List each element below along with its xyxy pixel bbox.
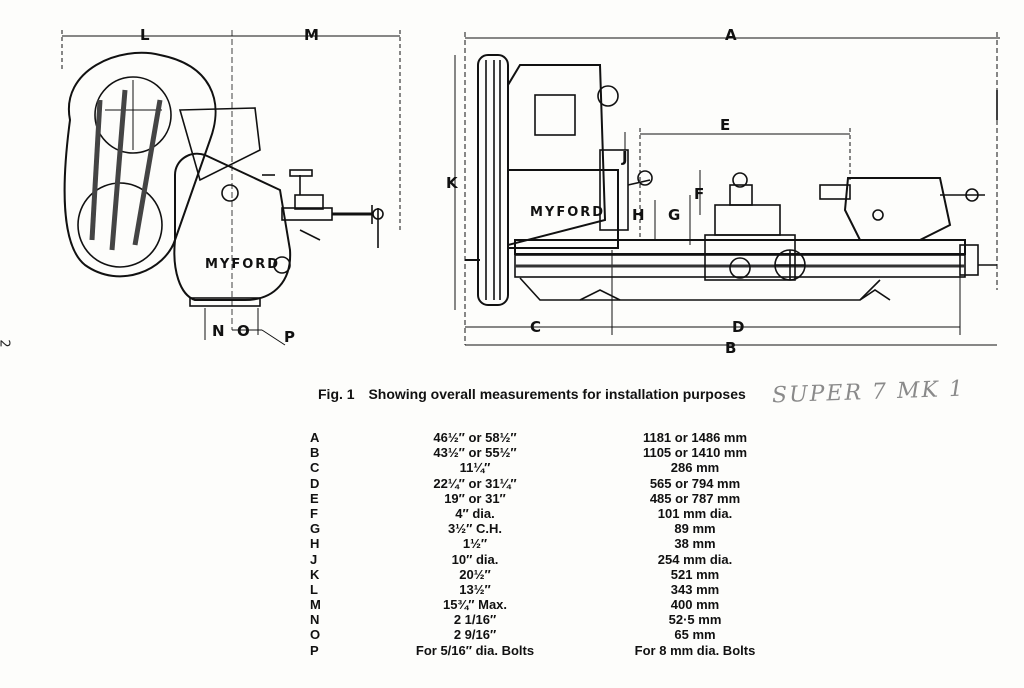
measurement-row: K 20½″ 521 mm [310,567,780,582]
measurement-metric: 38 mm [674,536,716,552]
measurement-imperial: 20½″ [459,566,491,582]
figure-caption-text: Showing overall measurements for install… [368,386,746,402]
dim-label-m: M [304,26,319,44]
dim-label-f: F [694,185,705,203]
measurement-letter: M [310,597,321,613]
measurement-metric: 89 mm [674,521,716,537]
measurement-metric: 485 or 787 mm [649,490,741,506]
measurement-letter: O [310,627,321,643]
measurement-row: D 22¼″ or 31¼″ 565 or 794 mm [310,476,780,491]
measurement-metric: 101 mm dia. [657,505,733,521]
dim-label-c: C [530,318,542,336]
dim-label-a: A [725,26,737,44]
measurement-letter: G [310,521,321,537]
measurement-letter: A [310,430,320,445]
measurement-row: A 46½″ or 58½″ 1181 or 1486 mm [310,430,780,445]
dim-label-d: D [732,318,745,336]
dim-label-e: E [720,116,731,134]
measurement-letter: P [310,642,319,658]
measurement-letter: B [310,445,320,461]
dim-label-j: J [622,148,628,166]
measurement-metric: 400 mm [670,597,720,613]
measurement-imperial: 11¼″ [459,460,491,476]
measurement-metric: For 8 mm dia. Bolts [634,642,756,658]
measurements-table: A 46½″ or 58½″ 1181 or 1486 mm B 43½″ or 55½… [310,430,780,658]
measurement-letter: F [310,505,318,521]
dim-label-b: B [725,339,737,357]
dim-label-g: G [668,206,681,224]
dim-label-o: O [237,322,250,340]
measurement-row: C 11¼″ 286 mm [310,460,780,475]
measurement-row: M 15¾″ Max. 400 mm [310,597,780,612]
measurement-row: F 4″ dia. 101 mm dia. [310,506,780,521]
measurement-row: O 2 9/16″ 65 mm [310,627,780,642]
dim-label-h: H [632,206,645,224]
end-view-drawing: MYFORD [61,30,401,346]
lathe-installation-drawing: MYFORD [61,30,1000,346]
measurement-imperial: 2 1/16″ [453,612,497,628]
measurement-letter: L [310,581,318,597]
measurement-imperial: 46½″ or 58½″ [433,430,517,445]
measurement-letter: H [310,536,320,552]
measurement-letter: K [310,566,320,582]
measurement-imperial: 1½″ [462,536,488,552]
brand-right: MYFORD [530,205,605,220]
measurement-row: E 19″ or 31″ 485 or 787 mm [310,491,780,506]
measurement-row: H 1½″ 38 mm [310,536,780,551]
measurement-letter: N [310,612,320,628]
measurement-letter: D [310,475,320,491]
measurement-metric: 286 mm [670,460,720,476]
dim-label-p: P [284,328,295,346]
measurement-row: N 2 1/16″ 52·5 mm [310,612,780,627]
measurement-letter: J [310,551,318,567]
measurement-row: J 10″ dia. 254 mm dia. [310,552,780,567]
handwritten-note: SUPER 7 MK 1 [771,376,966,409]
measurement-metric: 521 mm [670,566,720,582]
dim-label-l: L [140,26,150,44]
measurement-imperial: 15¾″ Max. [442,597,508,613]
measurement-metric: 254 mm dia. [657,551,733,567]
measurement-row: B 43½″ or 55½″ 1105 or 1410 mm [310,445,780,460]
measurement-metric: 1105 or 1410 mm [642,445,748,461]
measurement-letter: E [310,490,319,506]
measurement-imperial: 43½″ or 55½″ [433,445,517,461]
measurement-row: L 13½″ 343 mm [310,582,780,597]
measurement-imperial: 19″ or 31″ [444,490,506,506]
measurement-metric: 343 mm [670,581,720,597]
measurement-metric: 65 mm [674,627,716,643]
brand-left: MYFORD [205,257,280,272]
figure-caption: Fig. 1 Showing overall measurements for … [318,386,746,402]
measurement-row: G 3½″ C.H. 89 mm [310,521,780,536]
measurement-imperial: For 5/16″ dia. Bolts [415,642,535,658]
measurement-imperial: 13½″ [459,581,491,597]
measurement-metric: 52·5 mm [668,612,722,628]
measurement-row: P For 5/16″ dia. Bolts For 8 mm dia. Bolts [310,643,780,658]
front-view-drawing: MYFORD [454,32,1000,346]
dim-label-n: N [212,322,225,340]
figure-number: Fig. 1 [318,386,355,402]
measurement-imperial: 10″ dia. [451,551,499,567]
measurement-metric: 1181 or 1486 mm [642,430,748,445]
measurement-imperial: 22¼″ or 31¼″ [433,475,517,491]
measurement-letter: C [310,460,320,476]
measurement-imperial: 3½″ C.H. [448,521,502,537]
measurement-metric: 565 or 794 mm [649,475,741,491]
dim-label-k: K [446,174,458,192]
measurement-imperial: 4″ dia. [455,505,495,521]
measurement-imperial: 2 9/16″ [453,627,497,643]
